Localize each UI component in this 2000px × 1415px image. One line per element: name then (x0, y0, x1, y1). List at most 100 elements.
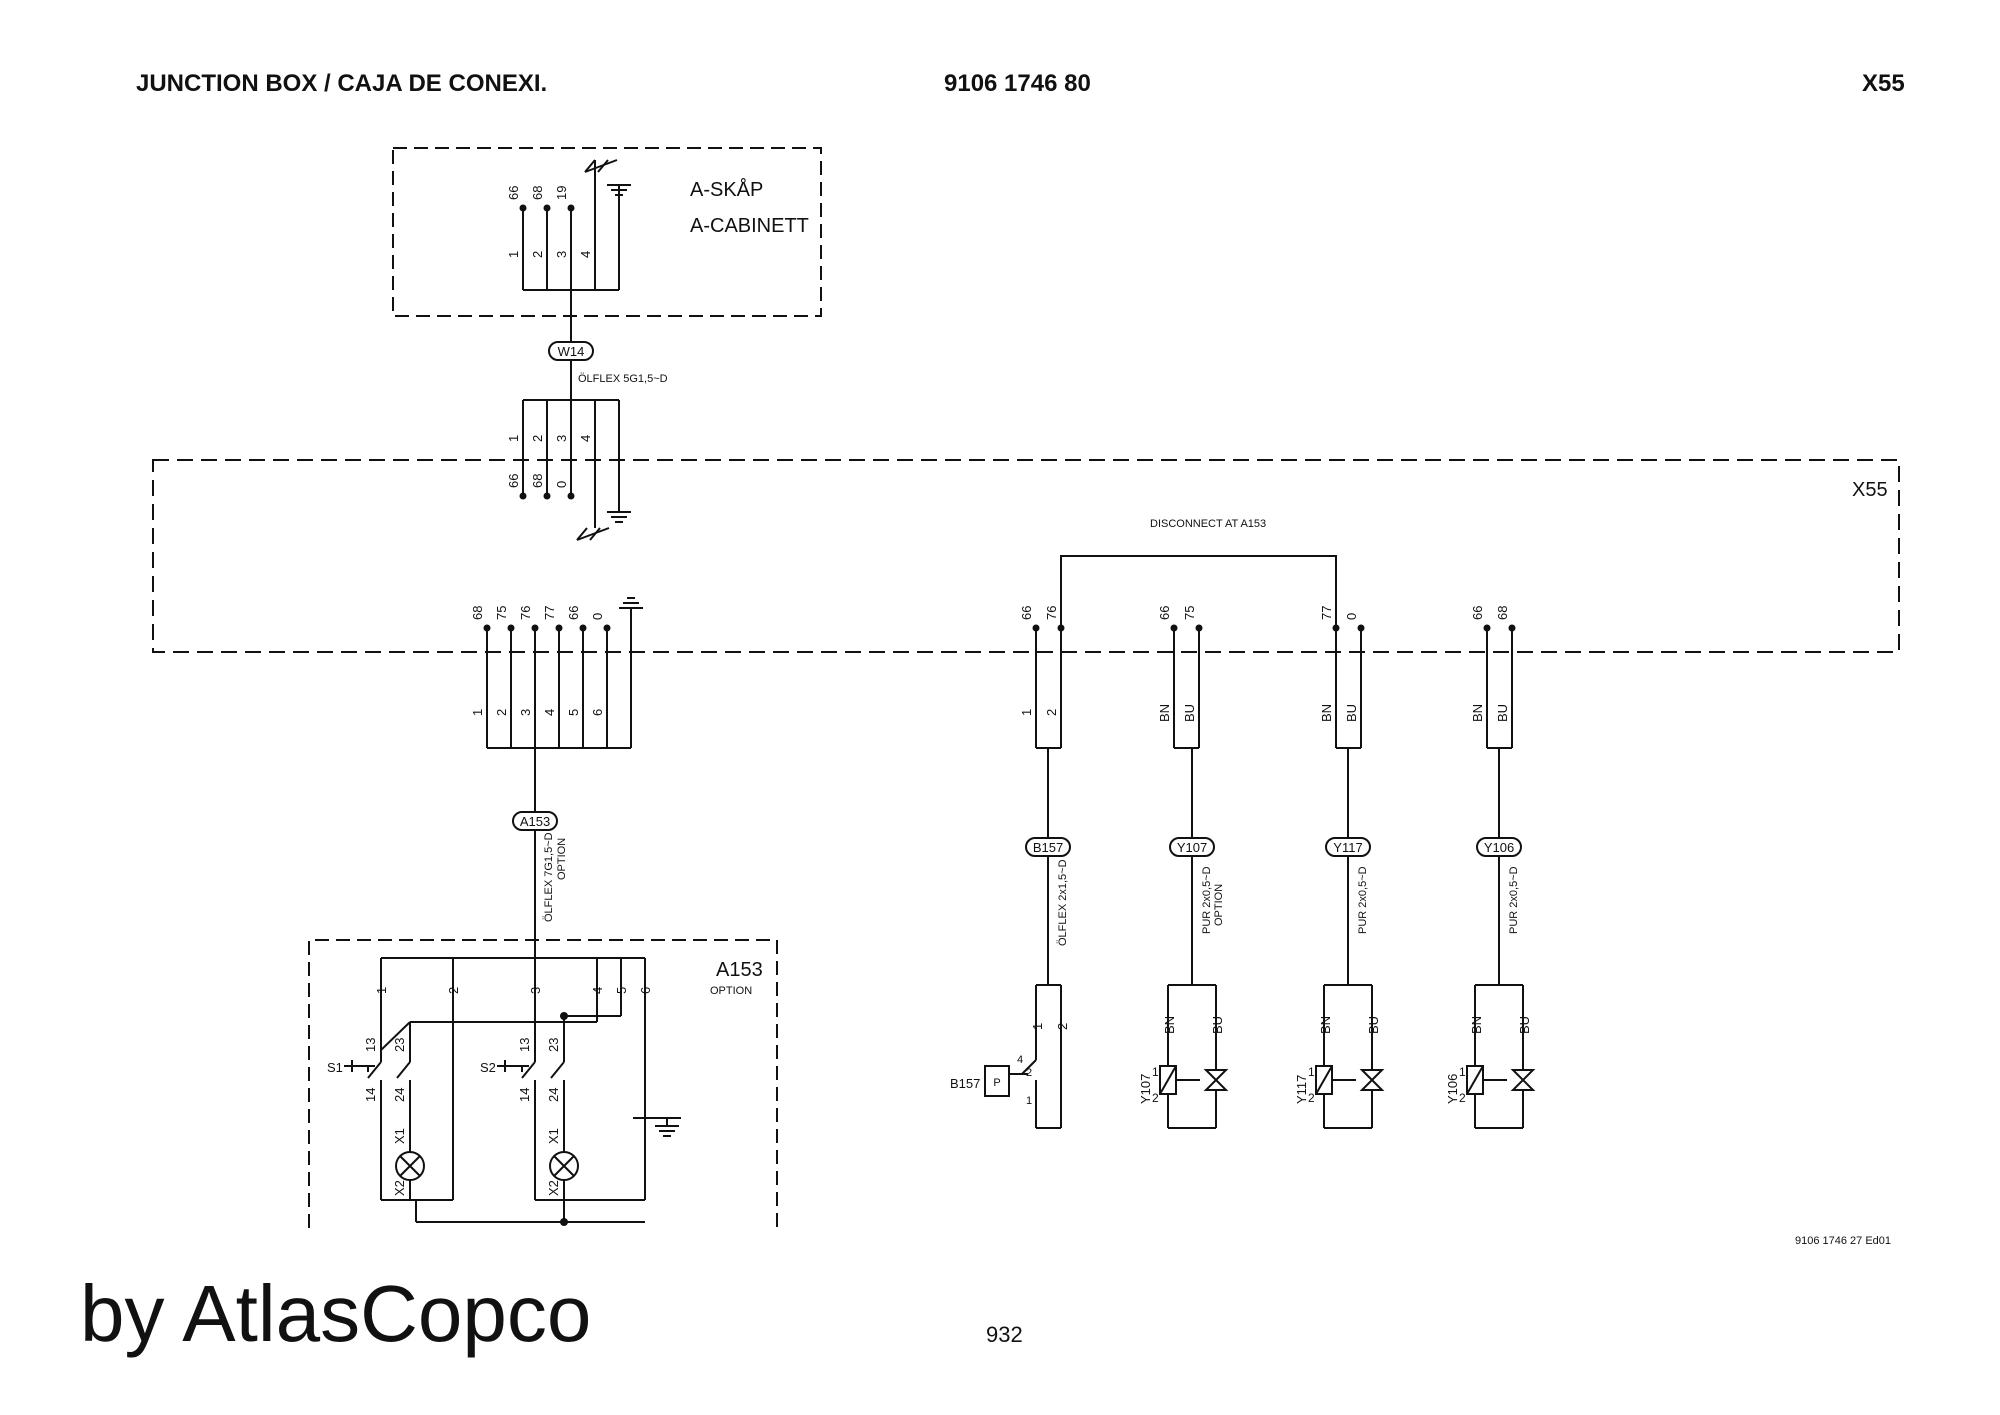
s2-contact-23: 23 (546, 1038, 561, 1052)
cable-spec-y107: PUR 2x0,5~D (1201, 866, 1213, 934)
device-y117 (1315, 984, 1385, 1129)
x55-left-group (483, 597, 643, 812)
disconnect-link (1060, 555, 1337, 628)
s2-contact-13: 13 (517, 1038, 532, 1052)
g2-wire-2: 75 (1182, 606, 1197, 620)
cabinet-wire-3: 19 (554, 186, 569, 200)
left-pin-4: 4 (542, 709, 557, 716)
y107-pin-bu: BU (1210, 1016, 1225, 1034)
g1-wire-2: 76 (1044, 606, 1059, 620)
b157-pin-1: 1 (1030, 1023, 1045, 1030)
cable-a153 (512, 811, 558, 958)
g4-pin-2: BU (1495, 704, 1510, 722)
cable-tag-y107: Y107 (1177, 840, 1207, 855)
b157-contact-4: 4 (1017, 1054, 1023, 1066)
x55-top-pin-3: 3 (554, 435, 569, 442)
left-pin-1: 1 (470, 709, 485, 716)
a153-label: A153 (716, 959, 763, 981)
cable-spec-a153: ÖLFLEX 7G1,5~D (543, 832, 555, 922)
g2-pin-2: BU (1182, 704, 1197, 722)
cable-spec-w14: ÖLFLEX 5G1,5~D (578, 373, 668, 385)
x55-boundary (152, 459, 1900, 653)
y117-coil-2: 2 (1308, 1091, 1315, 1105)
cabinet-wire-2: 68 (530, 186, 545, 200)
cabinet-pin-3: 3 (554, 251, 569, 258)
s1-contact-23: 23 (392, 1038, 407, 1052)
device-y107-label: Y107 (1138, 1074, 1153, 1104)
cable-tag-y117: Y117 (1333, 840, 1362, 855)
b157-p-symbol: P (993, 1077, 1000, 1089)
device-y117-label: Y117 (1294, 1075, 1309, 1104)
cable-tag-w14-text: W14 (558, 344, 585, 359)
left-wire-5: 66 (566, 606, 581, 620)
g3-pin-2: BU (1344, 704, 1359, 722)
y117-coil-1: 1 (1308, 1065, 1315, 1079)
g4-wire-1: 66 (1470, 606, 1485, 620)
left-wire-3: 76 (518, 606, 533, 620)
x55-right-groups (1032, 624, 1516, 838)
cable-y117 (1325, 837, 1371, 985)
switch-s2-label: S2 (480, 1060, 496, 1075)
g3-wire-2: 0 (1344, 613, 1359, 620)
g3-wire-1: 77 (1319, 606, 1334, 620)
s1-contact-14: 14 (363, 1088, 378, 1102)
cable-spec-y117: PUR 2x0,5~D (1357, 866, 1369, 934)
cabinet-terminals (519, 159, 631, 342)
left-pin-5: 5 (566, 709, 581, 716)
b157-contact-1: 1 (1026, 1095, 1032, 1107)
cable-tag-a153: A153 (520, 814, 550, 829)
cabinet-label-1: A-SKÅP (690, 178, 763, 201)
y106-pin-bn: BN (1469, 1016, 1484, 1034)
a153-note: OPTION (710, 985, 752, 997)
a153-pin-5: 5 (614, 987, 629, 994)
b157-pin-2: 2 (1055, 1023, 1070, 1030)
cable-b157 (1025, 837, 1071, 985)
y106-coil-1: 1 (1459, 1065, 1466, 1079)
left-wire-6: 0 (590, 613, 605, 620)
device-y106 (1466, 984, 1536, 1129)
cable-y106 (1476, 837, 1522, 985)
s1-lamp-x1: X1 (392, 1128, 407, 1144)
g4-pin-1: BN (1470, 704, 1485, 722)
document-title: JUNCTION BOX / CAJA DE CONEXI. (136, 70, 548, 97)
a153-pin-2: 2 (446, 987, 461, 994)
y117-pin-bu: BU (1366, 1016, 1381, 1034)
x55-top-terminals (519, 399, 631, 541)
cabinet-label-2: A-CABINETT (690, 215, 809, 237)
y106-pin-bu: BU (1517, 1016, 1532, 1034)
page-number: 932 (986, 1322, 1023, 1347)
part-number: 9106 1746 80 (944, 70, 1091, 97)
a153-pin-6: 6 (638, 987, 653, 994)
left-pin-2: 2 (494, 709, 509, 716)
cabinet-boundary (392, 147, 822, 317)
x55-top-wire-3: 0 (554, 481, 569, 488)
y107-pin-bn: BN (1162, 1016, 1177, 1034)
x55-label: X55 (1852, 479, 1888, 501)
y107-coil-1: 1 (1152, 1065, 1159, 1079)
cable-spec-y106: PUR 2x0,5~D (1508, 866, 1520, 934)
cabinet-pin-1: 1 (506, 251, 521, 258)
y117-pin-bn: BN (1318, 1016, 1333, 1034)
a153-pin-3: 3 (528, 987, 543, 994)
device-b157 (984, 984, 1062, 1129)
g2-pin-1: BN (1157, 704, 1172, 722)
x55-top-wire-1: 66 (506, 474, 521, 488)
s2-contact-24: 24 (546, 1088, 561, 1102)
x55-top-wire-2: 68 (530, 474, 545, 488)
b157-contact-2: 2 (1026, 1067, 1032, 1079)
g3-pin-1: BN (1319, 704, 1334, 722)
g2-wire-1: 66 (1157, 606, 1172, 620)
disconnect-note: DISCONNECT AT A153 (1150, 518, 1266, 530)
left-wire-2: 75 (494, 606, 509, 620)
document-reference: 9106 1746 27 Ed01 (1795, 1235, 1892, 1247)
x55-top-pin-1: 1 (506, 435, 521, 442)
s2-lamp-x2: X2 (546, 1180, 561, 1196)
g1-pin-2: 2 (1044, 709, 1059, 716)
x55-top-pin-2: 2 (530, 435, 545, 442)
cabinet-wire-1: 66 (506, 186, 521, 200)
y106-coil-2: 2 (1459, 1091, 1466, 1105)
x55-top-pin-4: 4 (578, 435, 593, 442)
s1-contact-13: 13 (363, 1038, 378, 1052)
s2-lamp-x1: X1 (546, 1128, 561, 1144)
